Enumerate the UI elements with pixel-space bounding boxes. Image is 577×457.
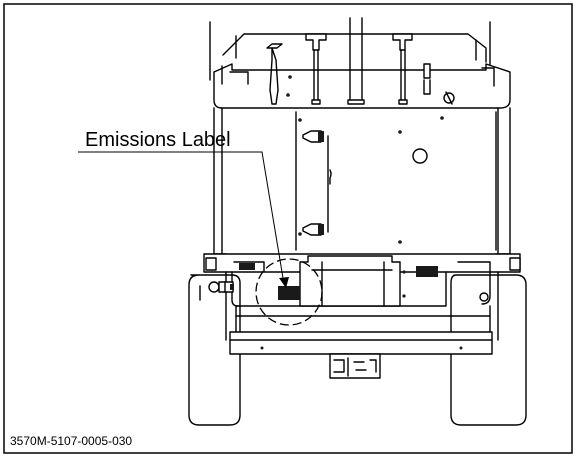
rear-bumper [229,331,493,355]
right-side-bolt [479,292,489,302]
emissions-label-placard [278,286,300,300]
machine-rear-view-drawing [188,17,527,426]
emissions-label-callout: Emissions Label [78,129,323,326]
side-bolt-assembly [208,281,234,293]
latch-lower [302,223,324,236]
rear-hitch [329,353,381,379]
figure-code: 3570M-5107-0005-030 [10,434,132,448]
seat-back-outline [222,33,487,63]
latch-upper [302,130,324,143]
callout-leader-line [78,151,285,285]
figure-frame [3,3,573,454]
control-levers [266,17,431,105]
left-tire [188,274,241,426]
center-housing [299,255,401,307]
rear-body-panel [221,107,499,263]
callout-label: Emissions Label [85,129,231,151]
callout-highlight-circle [255,258,323,326]
callout-arrowhead [279,277,289,288]
